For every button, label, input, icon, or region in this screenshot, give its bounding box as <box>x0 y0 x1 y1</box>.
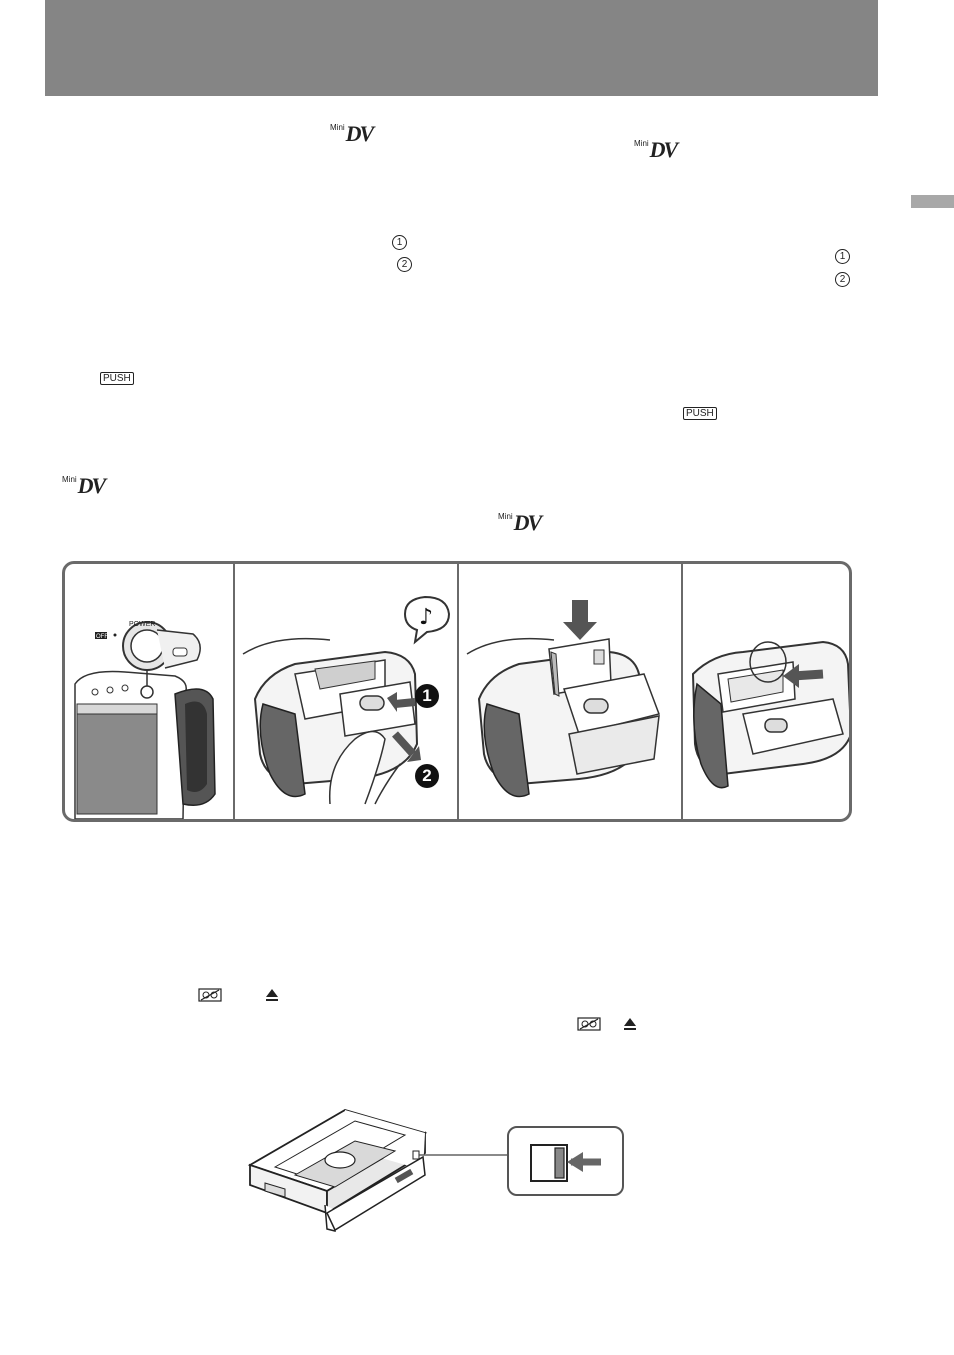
step-marker-2: 2 <box>835 272 850 287</box>
logo-mini-text: Mini <box>498 512 513 521</box>
open-lid-illustration: ♪ <box>242 595 451 805</box>
logo-dv-text: DV <box>513 510 543 535</box>
write-protect-callout <box>507 1126 624 1196</box>
close-compartment-illustration <box>691 640 849 789</box>
minidv-logo: Mini DV <box>634 137 679 162</box>
panel-open-lid: ♪ 1 2 <box>235 564 457 819</box>
cassette-illustration <box>245 1105 515 1235</box>
logo-mini-text: Mini <box>62 475 77 484</box>
eject-icon <box>265 988 279 1007</box>
music-note-icon: ♪ <box>419 605 433 630</box>
minidv-logo: Mini DV <box>330 121 375 146</box>
insert-cassette-illustration <box>466 600 660 798</box>
off-label: OFF <box>96 634 108 640</box>
power-switch-illustration: OFF POWER <box>74 621 216 819</box>
panel-divider <box>233 564 235 819</box>
step-badge-1: 1 <box>415 684 439 708</box>
logo-dv-text: DV <box>77 473 107 498</box>
minidv-logo: Mini DV <box>62 473 107 498</box>
minidv-logo: Mini DV <box>498 510 543 535</box>
eject-icon <box>623 1017 637 1036</box>
panel-divider <box>457 564 459 819</box>
panel-close-compartment <box>683 564 849 819</box>
header-bar <box>45 0 878 96</box>
logo-mini-text: Mini <box>634 139 649 148</box>
logo-dv-text: DV <box>345 121 375 146</box>
push-label: PUSH <box>100 372 134 385</box>
write-protect-tab-icon <box>530 1144 601 1182</box>
step-marker-1: 1 <box>392 235 407 250</box>
instruction-figure: OFF POWER ♪ 1 2 <box>62 561 852 822</box>
step-marker-2: 2 <box>397 257 412 272</box>
power-label: POWER <box>129 621 155 628</box>
logo-mini-text: Mini <box>330 123 345 132</box>
logo-dv-text: DV <box>649 137 679 162</box>
step-badge-2: 2 <box>415 764 439 788</box>
panel-power-switch: OFF POWER <box>65 564 233 819</box>
panel-insert-cassette <box>459 564 681 819</box>
panel-divider <box>681 564 683 819</box>
push-label: PUSH <box>683 407 717 420</box>
tape-protect-icon <box>198 988 222 1007</box>
section-tab <box>911 195 954 208</box>
tape-protect-icon <box>577 1017 601 1036</box>
step-marker-1: 1 <box>835 249 850 264</box>
